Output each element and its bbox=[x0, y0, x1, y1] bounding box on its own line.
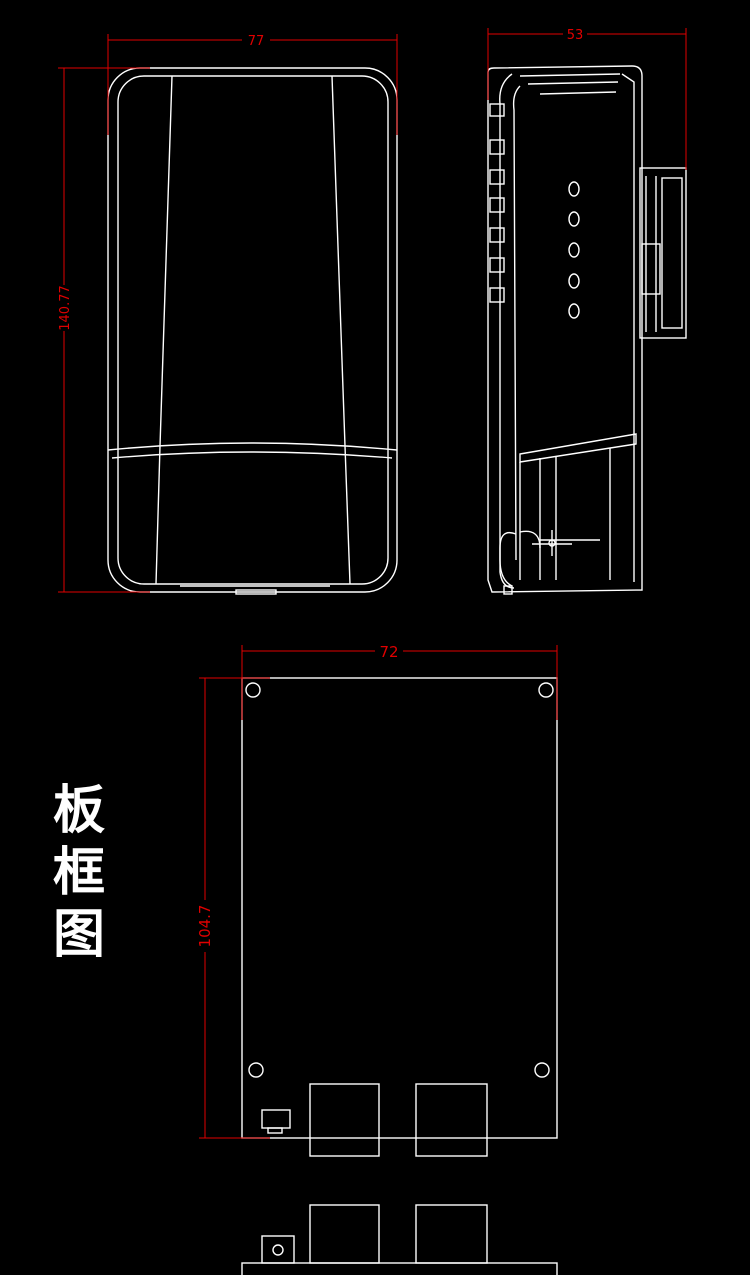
side-mount-bracket bbox=[639, 167, 687, 339]
front-width-label: 77 bbox=[248, 34, 265, 49]
side-ribs bbox=[489, 103, 505, 303]
edge-reset-hole-icon bbox=[272, 1244, 284, 1256]
title-char-1: 板 bbox=[52, 781, 105, 841]
front-lower-panel bbox=[155, 445, 351, 585]
front-inner-shell bbox=[117, 75, 389, 585]
side-front-face bbox=[621, 73, 635, 582]
title-char-2: 框 bbox=[52, 843, 105, 903]
front-outer-shell bbox=[107, 67, 398, 593]
side-depth-label: 53 bbox=[567, 28, 584, 43]
board-height-label-bg bbox=[196, 900, 214, 952]
front-bottom-tab bbox=[235, 589, 277, 595]
front-split-line bbox=[107, 442, 398, 451]
reset-button-body bbox=[261, 1109, 291, 1129]
edge-pcb bbox=[241, 1262, 558, 1275]
led-1-icon bbox=[568, 181, 580, 197]
board-frame bbox=[241, 677, 558, 1157]
edge-rj45-right bbox=[415, 1204, 488, 1264]
side-depth-label-bg bbox=[563, 26, 587, 42]
led-2-icon bbox=[568, 211, 580, 227]
reset-button-cap bbox=[267, 1127, 283, 1134]
board-width-label-bg bbox=[375, 642, 403, 660]
side-inner-curve bbox=[512, 85, 521, 561]
led-4-icon bbox=[568, 273, 580, 289]
side-back-curve bbox=[499, 73, 513, 587]
side-dimensions bbox=[487, 28, 687, 170]
front-height-label-bg bbox=[56, 285, 72, 331]
mount-hole-top-left-icon bbox=[245, 682, 261, 698]
front-height-label: 140.77 bbox=[58, 285, 73, 331]
front-view bbox=[107, 67, 398, 595]
side-outer-shell bbox=[487, 65, 643, 593]
led-3-icon bbox=[568, 242, 580, 258]
edge-rj45-left bbox=[309, 1204, 380, 1264]
front-width-label-bg bbox=[242, 32, 270, 48]
mount-hole-bottom-right-icon bbox=[534, 1062, 550, 1078]
title-char-3: 图 bbox=[52, 905, 105, 965]
side-lower-housing bbox=[499, 433, 637, 595]
mount-hole-bottom-left-icon bbox=[248, 1062, 264, 1078]
side-led-indicators bbox=[568, 181, 580, 319]
side-view bbox=[487, 65, 687, 595]
led-5-icon bbox=[568, 303, 580, 319]
edge-reset-button bbox=[261, 1235, 295, 1264]
board-width-label: 72 bbox=[379, 643, 398, 661]
board-height-label: 104.7 bbox=[196, 905, 214, 948]
rj45-port-left bbox=[309, 1083, 380, 1157]
rj45-port-right bbox=[415, 1083, 488, 1157]
front-split-line-2 bbox=[111, 451, 393, 459]
side-top-ribs bbox=[519, 73, 621, 95]
board-frame-title: 板 框 图 bbox=[44, 780, 114, 966]
front-upper-panel bbox=[159, 75, 346, 447]
board-edge-view bbox=[241, 1204, 558, 1275]
front-dimensions bbox=[58, 34, 398, 593]
mount-hole-top-right-icon bbox=[538, 682, 554, 698]
pcb-outline bbox=[241, 677, 558, 1139]
